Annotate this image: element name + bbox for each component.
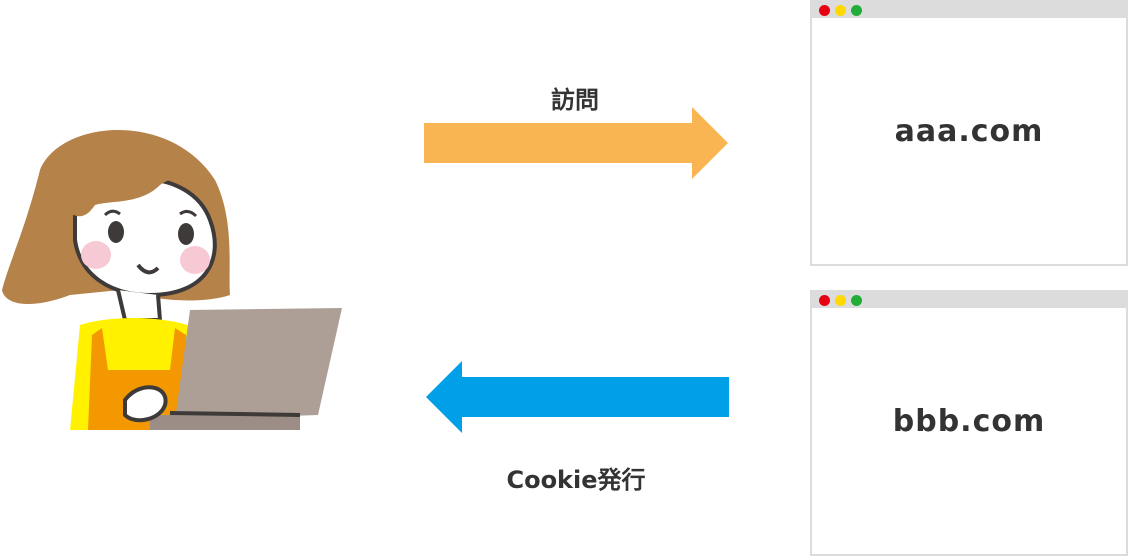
browser-titlebar	[812, 292, 1126, 308]
close-dot-icon	[819, 295, 830, 306]
woman-with-laptop-illustration	[2, 130, 342, 430]
eye-left	[108, 221, 124, 243]
maximize-dot-icon	[851, 295, 862, 306]
neck	[116, 289, 163, 322]
minimize-dot-icon	[835, 5, 846, 16]
site-domain-label: bbb.com	[892, 404, 1046, 439]
cookie-arrow-shape	[426, 361, 729, 433]
arrow-right-icon	[424, 107, 728, 179]
cheek-left	[81, 241, 111, 269]
browser-titlebar	[812, 2, 1126, 18]
close-dot-icon	[819, 5, 830, 16]
cheek-right	[180, 246, 210, 274]
visit-label: 訪問	[551, 86, 599, 114]
mouth	[136, 263, 160, 275]
browser-window-aaa: aaa.com	[810, 0, 1128, 266]
cookie-label: Cookie発行	[506, 466, 646, 494]
hand	[123, 385, 168, 423]
eye-right	[178, 223, 194, 245]
visit-arrow-shape	[424, 107, 728, 179]
browser-window-bbb: bbb.com	[810, 290, 1128, 556]
maximize-dot-icon	[851, 5, 862, 16]
site-domain-label: aaa.com	[894, 114, 1044, 149]
arrow-left-icon	[426, 361, 729, 433]
laptop-base	[150, 415, 300, 430]
minimize-dot-icon	[835, 295, 846, 306]
laptop-screen	[175, 308, 342, 420]
bangs	[60, 156, 205, 217]
